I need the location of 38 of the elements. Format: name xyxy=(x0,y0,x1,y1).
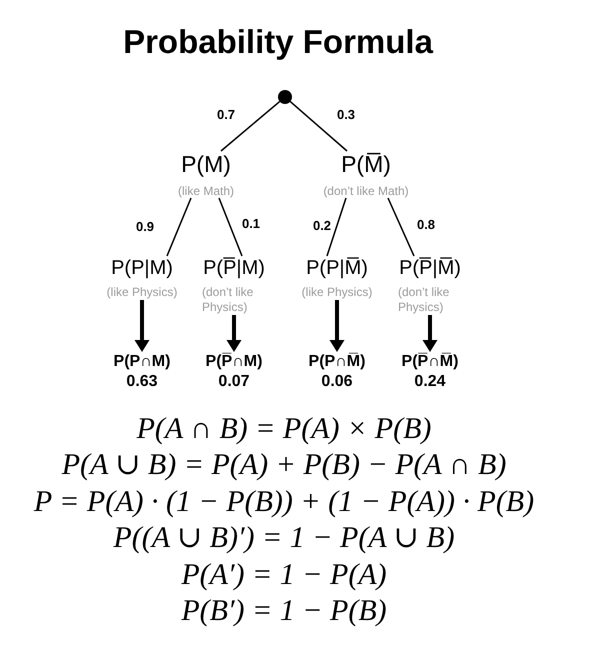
description-text: (don’t like Physics) xyxy=(398,285,450,315)
probability-expression: P(P̅|M) xyxy=(203,256,265,280)
joint-probability: P(P∩M̅) xyxy=(308,352,366,372)
formula: P(A′) = 1 − P(A) xyxy=(181,556,387,593)
formula: P((A ∪ B)′) = 1 − P(A ∪ B) xyxy=(113,520,455,556)
branch-line xyxy=(218,198,243,256)
description-text: (don’t like Physics) xyxy=(202,285,254,315)
formula: P(A ∩ B) = P(A) × P(B) xyxy=(136,411,432,447)
probability-value: 0.63 xyxy=(126,372,158,392)
joint-probability: P(P̅∩M̅) xyxy=(402,352,458,372)
down-arrow xyxy=(422,315,438,352)
joint-probability: P(P̅∩M) xyxy=(206,352,262,372)
probability-expression: P(M̅) xyxy=(341,151,391,178)
formula: P(A ∪ B) = P(A) + P(B) − P(A ∩ B) xyxy=(62,447,506,484)
probability-expression: P(P̅|M̅) xyxy=(399,256,461,280)
probability-expression: P(M) xyxy=(181,151,231,178)
formula: P = P(A) · (1 − P(B)) + (1 − P(A)) · P(B) xyxy=(34,484,534,520)
diagram-title: Probability Formula xyxy=(123,22,433,62)
description-text: (like Physics) xyxy=(302,285,372,300)
branch-line xyxy=(220,100,280,152)
down-arrow xyxy=(330,300,344,352)
branch-line xyxy=(387,198,415,256)
branch-line xyxy=(166,198,192,256)
down-arrow xyxy=(134,300,150,352)
branch-line xyxy=(326,198,347,256)
probability-expression: P(P|M̅) xyxy=(306,256,368,280)
probability-expression: P(P|M) xyxy=(111,256,173,280)
description-text: (like Math) xyxy=(178,184,234,198)
description-text: (don’t like Math) xyxy=(323,184,409,198)
probability-value: 0.24 xyxy=(414,372,446,392)
joint-probability: P(P∩M) xyxy=(114,352,170,372)
probability-value: 0.07 xyxy=(218,372,250,392)
description-text: (like Physics) xyxy=(106,285,178,300)
down-arrow xyxy=(226,315,242,352)
probability-value: 0.06 xyxy=(321,372,353,392)
formula: P(B′) = 1 − P(B) xyxy=(181,593,387,630)
start-dot-icon xyxy=(278,90,292,104)
branch-line xyxy=(290,101,348,152)
